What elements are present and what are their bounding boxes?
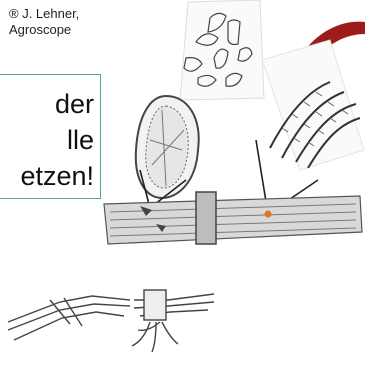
infected-stem-segment — [104, 192, 362, 244]
lesion-dot — [265, 211, 272, 218]
septate-spores — [262, 40, 364, 170]
broken-straw-stems — [8, 290, 214, 352]
callout-line-1: der — [55, 89, 94, 119]
callout-line-3: etzen! — [20, 161, 94, 191]
text-callout-box: der lle etzen! — [0, 74, 101, 199]
conidia-cluster — [180, 0, 264, 100]
pycnidium-cross-section — [136, 96, 199, 198]
callout-line-2: lle — [67, 125, 94, 155]
